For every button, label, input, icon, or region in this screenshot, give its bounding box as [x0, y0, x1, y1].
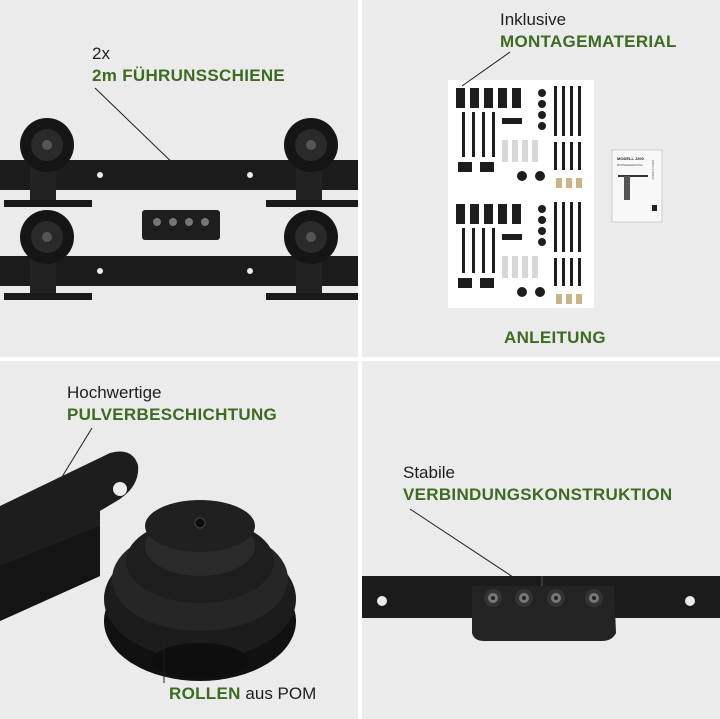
- rails-caption: 2x 2m FÜHRUNSSCHIENE: [92, 43, 285, 87]
- coating-illustration: [0, 427, 296, 683]
- coating-caption-highlight: PULVERBESCHICHTUNG: [67, 405, 278, 424]
- hardware-illustration: MODELL J200 MONTAGEANLEITUNG INSTRUKTION…: [448, 51, 663, 308]
- roller-caption-highlight: ROLLEN: [169, 684, 241, 703]
- connector-caption-highlight: VERBINDUNGSKONSTRUKTION: [403, 485, 673, 504]
- rails-illustration: [0, 87, 358, 300]
- rails-caption-highlight: 2m FÜHRUNSSCHIENE: [92, 66, 286, 85]
- coating-caption: Hochwertige PULVERBESCHICHTUNG: [67, 382, 277, 426]
- rails-caption-prefix: 2x: [92, 44, 110, 63]
- roller-caption: ROLLEN aus POM: [169, 683, 316, 705]
- manual-caption-label: ANLEITUNG: [504, 328, 606, 347]
- hardware-caption-prefix: Inklusive: [500, 10, 567, 29]
- hardware-panel: MODELL J200 MONTAGEANLEITUNG INSTRUKTION…: [362, 0, 720, 357]
- hardware-caption-highlight: MONTAGEMATERIAL: [500, 32, 677, 51]
- connector-caption-prefix: Stabile: [403, 463, 455, 482]
- connector-caption: Stabile VERBINDUNGSKONSTRUKTION: [403, 462, 672, 506]
- booklet-subtitle: MONTAGEANLEITUNG: [617, 164, 643, 167]
- coating-panel: Hochwertige PULVERBESCHICHTUNG ROLLEN au…: [0, 361, 358, 719]
- hardware-caption: Inklusive MONTAGEMATERIAL: [500, 9, 677, 53]
- connector-panel: Stabile VERBINDUNGSKONSTRUKTION: [362, 361, 720, 719]
- booklet-side-text: INSTRUKTIONER: [651, 160, 654, 180]
- connector-illustration: [362, 508, 720, 641]
- manual-caption: ANLEITUNG: [504, 327, 606, 349]
- coating-caption-prefix: Hochwertige: [67, 383, 162, 402]
- booklet-title: MODELL J200: [617, 156, 645, 161]
- rails-panel: 2x 2m FÜHRUNSSCHIENE: [0, 0, 358, 357]
- roller-caption-suffix: aus POM: [240, 684, 317, 703]
